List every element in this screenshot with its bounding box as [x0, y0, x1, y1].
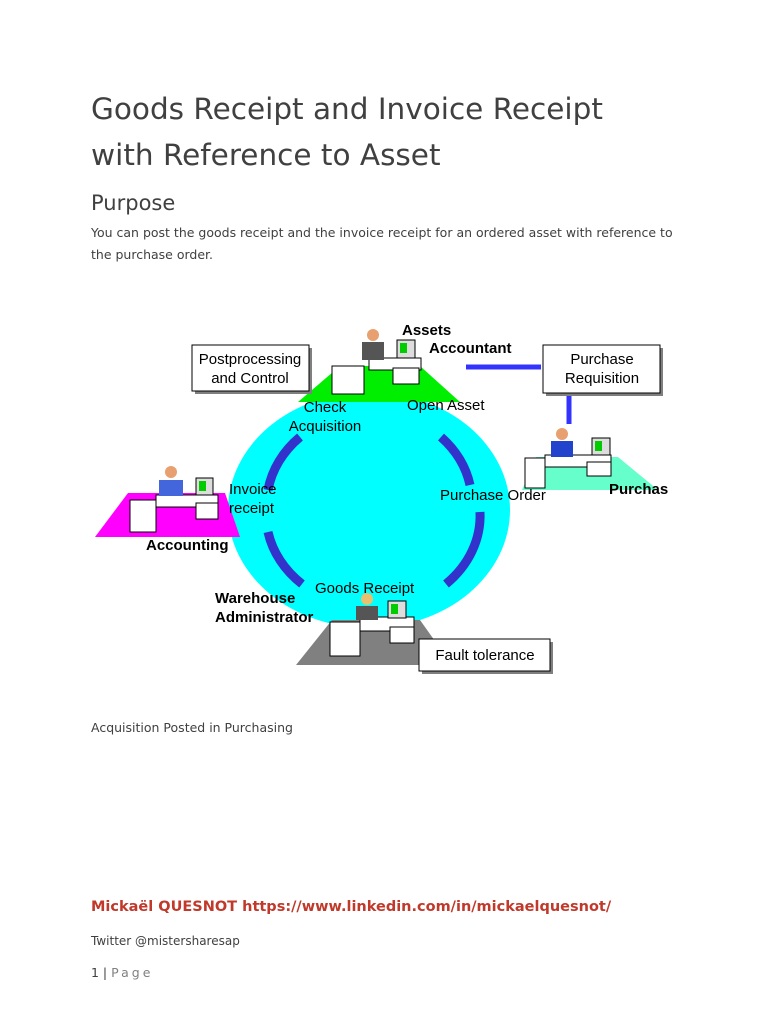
- document-title: Goods Receipt and Invoice Receipt with R…: [91, 86, 711, 178]
- role-purchasing: Purchas: [609, 481, 668, 498]
- role-warehouse-line-1: Warehouse: [215, 590, 295, 607]
- purchasing-figure: [524, 428, 612, 489]
- page-separator: |: [98, 965, 112, 980]
- fault-tolerance-box: Fault tolerance: [418, 638, 553, 674]
- author-link[interactable]: Mickaël QUESNOT https://www.linkedin.com…: [91, 899, 612, 915]
- fault-tolerance-label: Fault tolerance: [435, 647, 534, 664]
- role-assets-line-2: Accountant: [429, 340, 512, 357]
- twitter-handle: Twitter @mistersharesap: [91, 934, 240, 948]
- title-line-2: with Reference to Asset: [91, 138, 441, 172]
- step-check-line-1: Check: [304, 399, 347, 416]
- purchase-requisition-label-2: Requisition: [565, 370, 639, 387]
- step-purchase-order: Purchase Order: [440, 487, 546, 504]
- step-invoice-line-1: Invoice: [229, 481, 277, 498]
- role-warehouse-line-2: Administrator: [215, 609, 314, 626]
- page-footer: 1 | Page: [91, 963, 153, 983]
- postprocessing-label-2: and Control: [211, 370, 289, 387]
- link-line: [466, 364, 572, 424]
- step-check-line-2: Acquisition: [289, 418, 362, 435]
- title-line-1: Goods Receipt and Invoice Receipt: [91, 92, 603, 126]
- step-invoice-line-2: receipt: [229, 500, 275, 517]
- process-cycle-ellipse: [228, 392, 510, 628]
- purchase-requisition-label-1: Purchase: [570, 351, 633, 368]
- page-label: Page: [111, 965, 154, 980]
- postprocessing-label-1: Postprocessing: [199, 351, 302, 368]
- step-open-asset: Open Asset: [407, 397, 485, 414]
- postprocessing-box: Postprocessing and Control: [191, 344, 312, 394]
- figure-caption: Acquisition Posted in Purchasing: [91, 720, 293, 735]
- accounting-figure: [129, 466, 219, 533]
- page-number: 1: [91, 965, 99, 980]
- warehouse-figure: [329, 593, 415, 657]
- role-accounting: Accounting: [146, 537, 229, 554]
- purpose-paragraph: You can post the goods receipt and the i…: [91, 225, 673, 262]
- cycle-arrows: [263, 433, 485, 588]
- role-assets-line-1: Assets: [402, 322, 451, 339]
- purchase-requisition-box: Purchase Requisition: [542, 344, 663, 396]
- section-heading-purpose: Purpose: [91, 191, 176, 215]
- assets-accountant-figure: [331, 329, 422, 395]
- step-goods-receipt: Goods Receipt: [315, 580, 415, 597]
